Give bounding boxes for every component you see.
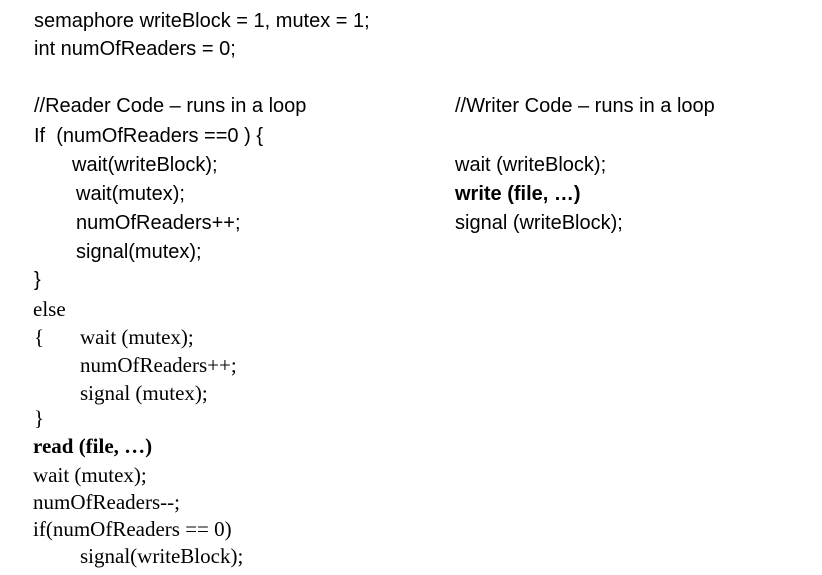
reader-final-signal: signal(writeBlock);: [80, 544, 244, 568]
reader-else-close-brace: }: [34, 406, 45, 430]
reader-if-body-line: wait(writeBlock);: [72, 154, 218, 176]
reader-after-read-line: wait (mutex);: [33, 463, 147, 487]
reader-read-call: read (file, …): [33, 434, 153, 458]
reader-if-body-line: numOfReaders++;: [76, 212, 241, 234]
reader-if-close-brace: }: [34, 269, 41, 291]
reader-if-line: If (numOfReaders ==0 ) {: [34, 125, 263, 147]
reader-if-body-line: signal(mutex);: [76, 241, 202, 263]
reader-else-keyword: else: [33, 297, 66, 321]
readers-count-declaration: int numOfReaders = 0;: [34, 38, 236, 60]
reader-after-read-line: numOfReaders--;: [33, 490, 180, 514]
writer-write-call: write (file, …): [455, 183, 581, 205]
reader-after-read-line: if(numOfReaders == 0): [33, 517, 232, 541]
reader-if-body-line: wait(mutex);: [76, 183, 185, 205]
writer-line: signal (writeBlock);: [455, 212, 623, 234]
reader-else-body-line: signal (mutex);: [80, 381, 208, 405]
reader-else-open-brace: {: [34, 325, 45, 349]
reader-code-comment: //Reader Code – runs in a loop: [34, 95, 307, 117]
writer-code-comment: //Writer Code – runs in a loop: [455, 95, 715, 117]
semaphore-declaration: semaphore writeBlock = 1, mutex = 1;: [34, 10, 370, 32]
writer-line: wait (writeBlock);: [455, 154, 607, 176]
reader-else-body-line: wait (mutex);: [80, 325, 194, 349]
reader-else-body-line: numOfReaders++;: [80, 353, 237, 377]
